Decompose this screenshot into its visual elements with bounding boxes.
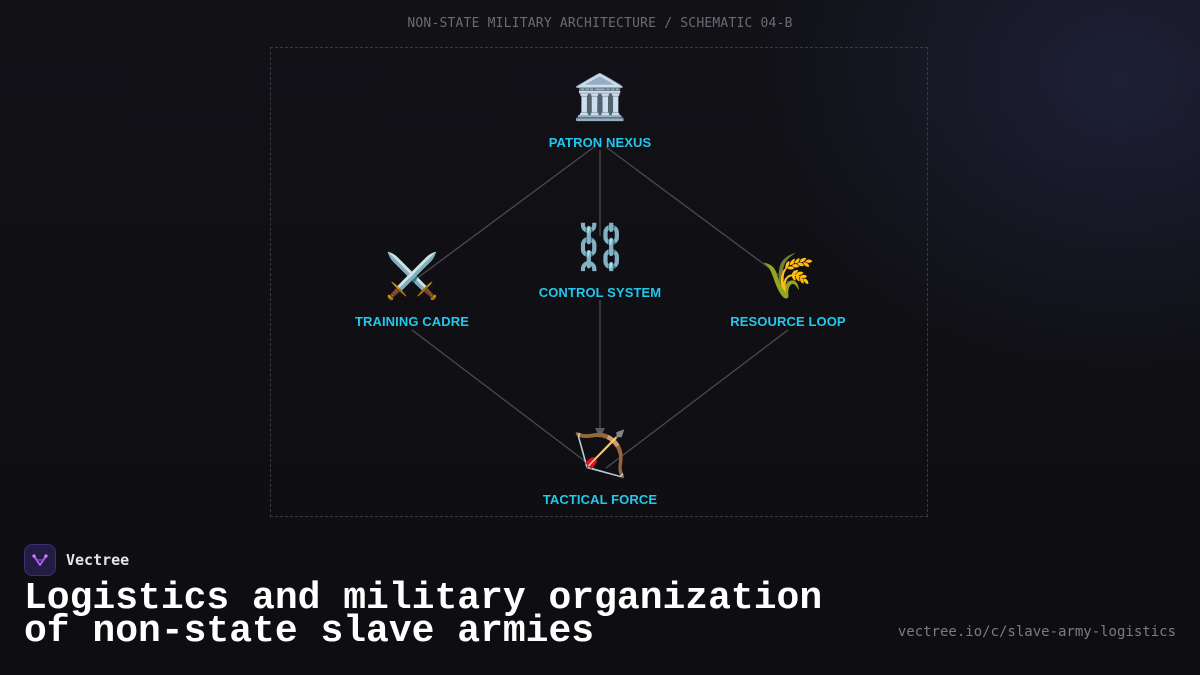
node-label: CONTROL SYSTEM	[538, 285, 662, 300]
brand: Vectree	[24, 544, 129, 576]
node-tactical-force: 🏹 TACTICAL FORCE	[500, 430, 700, 507]
classical-building-icon: 🏛️	[572, 73, 628, 122]
sheaf-of-grain-icon: 🌾	[760, 252, 816, 301]
brand-name: Vectree	[66, 551, 130, 569]
vectree-logo-icon	[24, 544, 56, 576]
schematic-caption: NON-STATE MILITARY ARCHITECTURE / SCHEMA…	[407, 16, 793, 31]
node-control-system: ⛓️ CONTROL SYSTEM	[500, 223, 700, 300]
diagram-frame	[270, 47, 928, 517]
node-label: TACTICAL FORCE	[542, 492, 658, 507]
source-url[interactable]: vectree.io/c/slave-army-logistics	[897, 624, 1176, 640]
node-resource-loop: 🌾 RESOURCE LOOP	[688, 252, 888, 329]
crossed-swords-icon: ⚔️	[384, 252, 440, 301]
node-label: RESOURCE LOOP	[730, 314, 846, 329]
page-title: Logistics and military organization of n…	[24, 577, 823, 653]
node-label: PATRON NEXUS	[548, 135, 652, 150]
node-training-cadre: ⚔️ TRAINING CADRE	[312, 252, 512, 329]
chains-icon: ⛓️	[572, 223, 628, 272]
node-patron-nexus: 🏛️ PATRON NEXUS	[500, 73, 700, 150]
node-label: TRAINING CADRE	[354, 314, 470, 329]
bow-and-arrow-icon: 🏹	[572, 430, 628, 479]
